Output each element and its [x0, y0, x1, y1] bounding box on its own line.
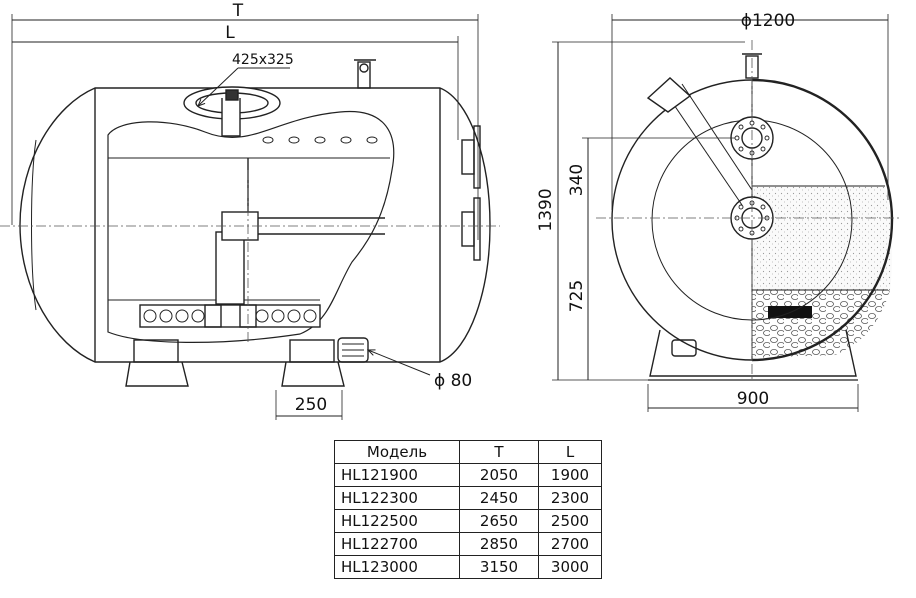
dim-upper-offset: 340: [567, 164, 587, 196]
dim-body-length: L: [225, 23, 235, 43]
cell-l: 1900: [538, 463, 602, 487]
cell-t: 2850: [459, 532, 539, 556]
side-view: [0, 14, 500, 420]
dim-total-length: T: [232, 1, 244, 21]
header-l: L: [538, 440, 602, 464]
table-row: HL121900 2050 1900: [334, 463, 602, 487]
cell-model: HL121900: [334, 463, 460, 487]
dim-diameter: ϕ1200: [741, 11, 795, 31]
table-row: HL122300 2450 2300: [334, 486, 602, 510]
dim-manhole: 425x325: [232, 52, 294, 68]
cell-t: 2050: [459, 463, 539, 487]
gravel-layer: [752, 290, 890, 358]
cell-model: HL122700: [334, 532, 460, 556]
dim-leg-width: 250: [295, 395, 327, 415]
cell-l: 2700: [538, 532, 602, 556]
cell-model: HL122500: [334, 509, 460, 533]
model-table: Модель T L HL121900 2050 1900 HL122300 2…: [334, 440, 602, 579]
dim-lower-offset: 725: [567, 280, 587, 312]
cell-t: 3150: [459, 555, 539, 579]
cell-t: 2450: [459, 486, 539, 510]
sand-layer: [752, 186, 893, 290]
cutaway: [107, 110, 395, 343]
cell-l: 2300: [538, 486, 602, 510]
header-t: T: [459, 440, 539, 464]
table-row: HL122500 2650 2500: [334, 509, 602, 533]
table-header-row: Модель T L: [334, 440, 602, 464]
cell-model: HL123000: [334, 555, 460, 579]
end-view: [552, 14, 900, 412]
table-row: HL123000 3150 3000: [334, 555, 602, 579]
cell-l: 2500: [538, 509, 602, 533]
cell-t: 2650: [459, 509, 539, 533]
header-model: Модель: [334, 440, 460, 464]
table-row: HL122700 2850 2700: [334, 532, 602, 556]
dim-drain-diameter: ϕ 80: [434, 371, 472, 391]
cell-model: HL122300: [334, 486, 460, 510]
cell-l: 3000: [538, 555, 602, 579]
dim-height: 1390: [536, 188, 556, 231]
dim-base-width: 900: [737, 389, 769, 409]
